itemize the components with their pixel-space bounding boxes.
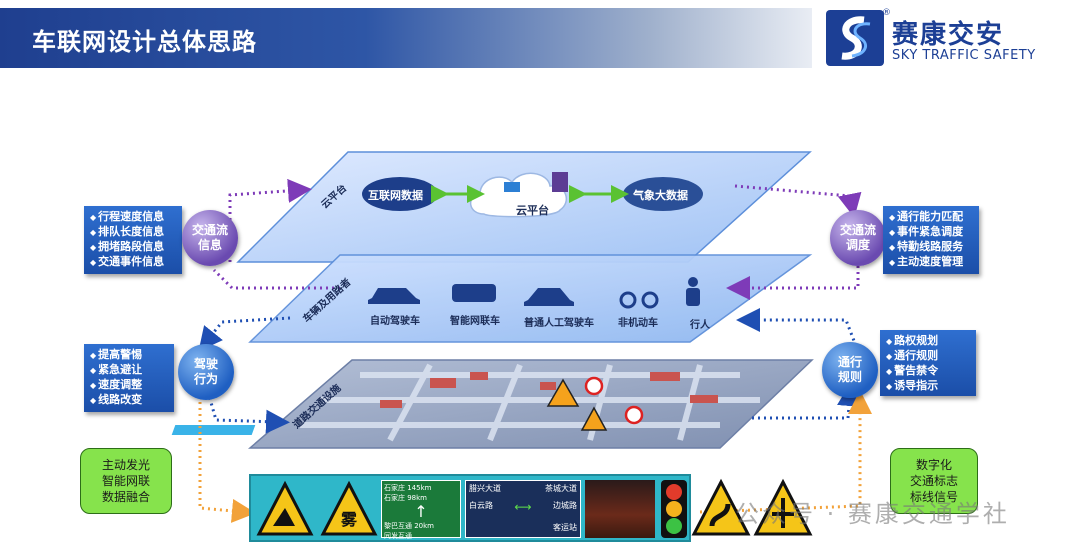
guide1-arrow-icon: ↑	[414, 502, 428, 521]
list-item: 路权规划	[886, 334, 970, 349]
prohibition-sign-road	[584, 376, 604, 396]
weather-data-node	[623, 177, 703, 211]
arrow-left-up	[228, 178, 312, 262]
pedestrian-body-icon	[686, 288, 700, 306]
guide1-top: 石家庄 145km	[384, 484, 432, 492]
right-feature-bubble: 数字化 交通标志 标线信号	[890, 448, 978, 514]
arrow-vehicle-to-driver	[198, 316, 291, 352]
prohibition-sign-road-2	[624, 405, 644, 425]
list-item: 通行能力匹配	[889, 210, 973, 225]
yellow-light-icon	[666, 501, 682, 517]
watermark-text: 公众号 · 赛康交通学社	[735, 500, 1010, 528]
traffic-info-circle-label: 交通流信息	[192, 223, 229, 252]
logo-en-text: SKY TRAFFIC SAFETY	[892, 48, 1036, 63]
motorbike-wheel-icon	[641, 291, 659, 309]
warning-sign-road-2	[580, 406, 608, 431]
page-title: 车联网设计总体思路	[32, 28, 257, 56]
intersection-warning-sign-icon	[753, 478, 813, 536]
traffic-dispatch-circle-label: 交通流调度	[840, 223, 877, 252]
arrow-road-to-rules	[752, 382, 861, 420]
left-feature-bubble: 主动发光 智能网联 数据融合	[80, 448, 172, 514]
list-item: 速度调整	[90, 378, 168, 393]
vehicle-label-connected: 智能网联车	[450, 316, 500, 327]
list-item: 警告禁令	[886, 364, 970, 379]
water-channel	[171, 425, 256, 435]
internet-data-node	[362, 177, 438, 211]
autonomous-car-icon	[368, 288, 420, 304]
motorbike-icon	[619, 291, 637, 309]
list-item: 交通事件信息	[90, 255, 176, 270]
logo-mark	[826, 10, 884, 66]
list-item: 拥堵路段信息	[90, 240, 176, 255]
falling-rocks-sign-icon	[256, 480, 314, 536]
company-logo: ® 赛康交安 SKY TRAFFIC SAFETY	[826, 8, 1076, 70]
logo-registered: ®	[882, 8, 891, 18]
list-item: 特勤线路服务	[889, 240, 973, 255]
traffic-info-list: 行程速度信息 排队长度信息 拥堵路段信息 交通事件信息	[84, 206, 182, 274]
guide2-left: 白云路	[469, 501, 493, 510]
list-item: 提高警惕	[90, 348, 168, 363]
arrow-left-down	[212, 268, 340, 290]
weather-data-label: 气象大数据	[633, 189, 688, 202]
cloud-platform-label: 云平台	[516, 204, 549, 217]
traffic-rules-circle: 通行规则	[822, 342, 878, 398]
guide1-bottom2: 同发互通	[384, 532, 412, 540]
list-item: 诱导指示	[886, 379, 970, 394]
guide-sign-2: 腊兴大道 茶城大道 白云路 ⟷ 边城路 客运站	[465, 480, 581, 538]
pedestrian-icon	[688, 277, 698, 287]
list-item: 主动速度管理	[889, 255, 973, 270]
fog-sign-icon	[320, 480, 378, 536]
traffic-info-circle: 交通流信息	[182, 210, 238, 266]
computer-icon	[504, 182, 520, 192]
driving-behavior-list: 提高警惕 紧急避让 速度调整 线路改变	[84, 344, 174, 412]
vehicle-label-nonmotor: 非机动车	[618, 318, 658, 329]
vehicle-label-autonomous: 自动驾驶车	[370, 316, 420, 327]
arrow-right-top	[734, 184, 862, 218]
manual-car-icon	[524, 288, 574, 306]
list-item: 紧急避让	[90, 363, 168, 378]
vehicle-icons	[368, 277, 700, 309]
vehicle-label-manual: 普通人工驾驶车	[524, 318, 594, 329]
guide2-right: 边城路	[552, 501, 577, 510]
digital-sign-panel: 雾 石家庄 145km 石家庄 98km ↑ 黎巴互通 20km 同发互通 腊兴…	[249, 474, 691, 542]
list-item: 事件紧急调度	[889, 225, 973, 240]
arrow-orange-left	[198, 396, 256, 523]
list-item: 线路改变	[90, 393, 168, 408]
traffic-dispatch-list: 通行能力匹配 事件紧急调度 特勤线路服务 主动速度管理	[883, 206, 979, 274]
arrow-rules-to-vehicle	[736, 308, 858, 347]
driving-behavior-circle: 驾驶行为	[178, 344, 234, 400]
traffic-rules-list: 路权规划 通行规则 警告禁令 诱导指示	[880, 330, 976, 396]
night-road-image	[585, 480, 655, 538]
arrow-orange-right	[699, 390, 872, 514]
guide2-bottom: 客运站	[553, 523, 577, 532]
guide1-bottom: 黎巴互通 20km	[384, 522, 435, 530]
server-icon	[552, 172, 568, 192]
list-item: 通行规则	[886, 349, 970, 364]
connected-van-icon	[452, 284, 496, 302]
guide1-top2: 石家庄 98km	[384, 494, 428, 502]
vehicle-label-pedestrian: 行人	[690, 320, 710, 331]
guide2-top: 腊兴大道	[469, 484, 501, 493]
list-item: 行程速度信息	[90, 210, 176, 225]
list-item: 排队长度信息	[90, 225, 176, 240]
arrow-right-mid	[726, 266, 860, 300]
guide-sign-1: 石家庄 145km 石家庄 98km ↑ 黎巴互通 20km 同发互通	[381, 480, 461, 540]
traffic-dispatch-circle: 交通流调度	[830, 210, 886, 266]
guide2-top2: 茶城大道	[545, 484, 577, 493]
traffic-rules-circle-label: 通行规则	[837, 355, 862, 384]
driving-behavior-circle-label: 驾驶行为	[193, 357, 218, 386]
logo-cn-text: 赛康交安	[892, 20, 1005, 50]
internet-data-label: 互联网数据	[368, 189, 423, 202]
road-buildings	[380, 372, 718, 408]
warning-sign-road	[546, 378, 580, 407]
green-light-icon	[666, 518, 682, 534]
curve-warning-sign-icon	[691, 478, 751, 536]
fog-sign-text: 雾	[341, 510, 358, 529]
traffic-light-icon	[661, 480, 687, 538]
title-bar: 车联网设计总体思路	[0, 8, 812, 68]
red-light-icon	[666, 484, 682, 500]
guide2-arrow-icon: ⟷	[514, 500, 532, 514]
